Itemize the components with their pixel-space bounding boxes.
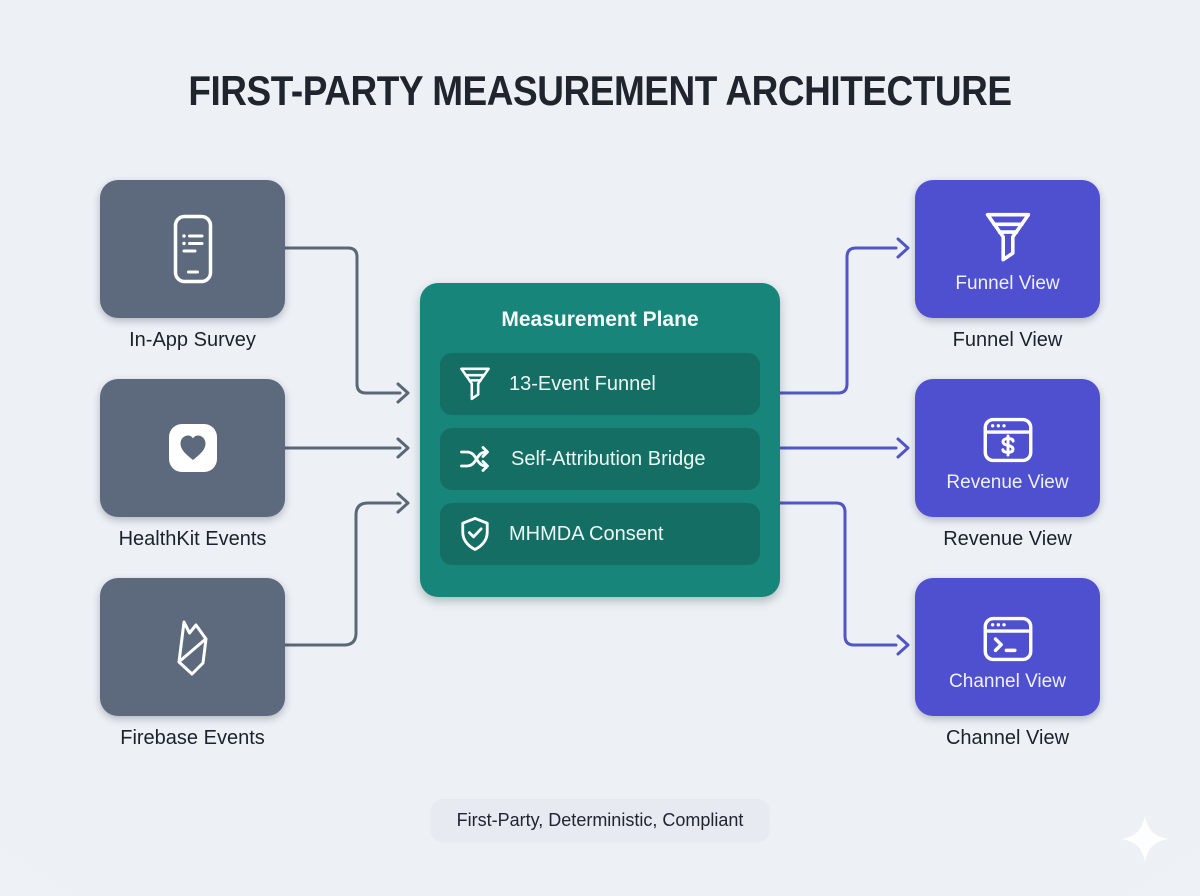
output-label-channel-view: Channel View: [945, 727, 1070, 749]
healthkit-heart-icon: [168, 424, 217, 472]
output-node-revenue-view: Revenue View Revenue View: [915, 379, 1100, 551]
shield-check-icon: [461, 517, 489, 551]
firebase-flame-icon: [177, 620, 207, 676]
plane-item-13-event-funnel: 13-Event Funnel: [440, 353, 760, 415]
connector-healthkit-arrowhead: [396, 437, 410, 459]
connector-plane-to-funnel: [778, 246, 898, 395]
funnel-icon: [460, 367, 490, 401]
plane-item-label: MHMDA Consent: [509, 522, 664, 545]
source-label-in-app-survey: In-App Survey: [129, 329, 256, 351]
output-card-label: Revenue View: [946, 472, 1069, 493]
connector-funnel-arrowhead: [896, 237, 910, 259]
connector-revenue-arrowhead: [896, 437, 910, 459]
browser-terminal-icon: [983, 616, 1032, 662]
connector-survey-to-plane: [283, 246, 402, 395]
sparkle-icon: [1121, 815, 1169, 863]
phone-survey-icon: [173, 214, 212, 284]
output-card-label: Channel View: [949, 671, 1066, 692]
output-icon-wrap: [983, 578, 1033, 662]
source-node-in-app-survey: In-App Survey: [100, 180, 285, 352]
source-node-firebase: Firebase Events: [100, 578, 285, 750]
browser-dollar-icon: [983, 417, 1032, 463]
output-icon-wrap: [983, 379, 1033, 463]
output-box-funnel-view: Funnel View: [915, 180, 1100, 318]
plane-item-label: Self-Attribution Bridge: [511, 447, 706, 470]
connector-firebase-to-plane: [283, 501, 402, 647]
measurement-plane-rows: 13-Event Funnel Self-Attribution Bridge: [440, 353, 760, 565]
output-box-revenue-view: Revenue View: [915, 379, 1100, 517]
source-label-firebase: Firebase Events: [120, 727, 265, 749]
connector-channel-arrowhead: [896, 634, 910, 656]
source-label-healthkit: HealthKit Events: [118, 528, 267, 550]
right-connectors: [778, 237, 910, 656]
plane-item-mhmda-consent: MHMDA Consent: [440, 503, 760, 565]
source-box-firebase: [100, 578, 285, 716]
source-box-in-app-survey: [100, 180, 285, 318]
output-card-label: Funnel View: [955, 273, 1060, 294]
measurement-plane-box: Measurement Plane 13-Event Funnel: [420, 283, 780, 597]
plane-item-self-attribution-bridge: Self-Attribution Bridge: [440, 428, 760, 490]
source-box-healthkit: [100, 379, 285, 517]
output-label-funnel-view: Funnel View: [952, 329, 1063, 351]
funnel-icon: [985, 212, 1030, 262]
output-box-channel-view: Channel View: [915, 578, 1100, 716]
output-icon-wrap: [984, 180, 1032, 264]
connector-firebase-arrowhead: [396, 492, 410, 514]
connector-survey-arrowhead: [396, 382, 410, 404]
output-label-revenue-view: Revenue View: [943, 528, 1072, 550]
source-node-healthkit: HealthKit Events: [100, 379, 285, 551]
left-connectors: [283, 246, 410, 647]
plane-item-label: 13-Event Funnel: [509, 372, 656, 395]
output-node-funnel-view: Funnel View Funnel View: [915, 180, 1100, 352]
shuffle-icon: [460, 446, 489, 472]
diagram-title: FIRST-PARTY MEASUREMENT ARCHITECTURE: [188, 67, 1012, 114]
connector-plane-to-channel: [778, 501, 898, 647]
measurement-plane-title: Measurement Plane: [501, 308, 699, 331]
output-node-channel-view: Channel View Channel View: [915, 578, 1100, 750]
footer-badge: First-Party, Deterministic, Compliant: [430, 799, 770, 842]
